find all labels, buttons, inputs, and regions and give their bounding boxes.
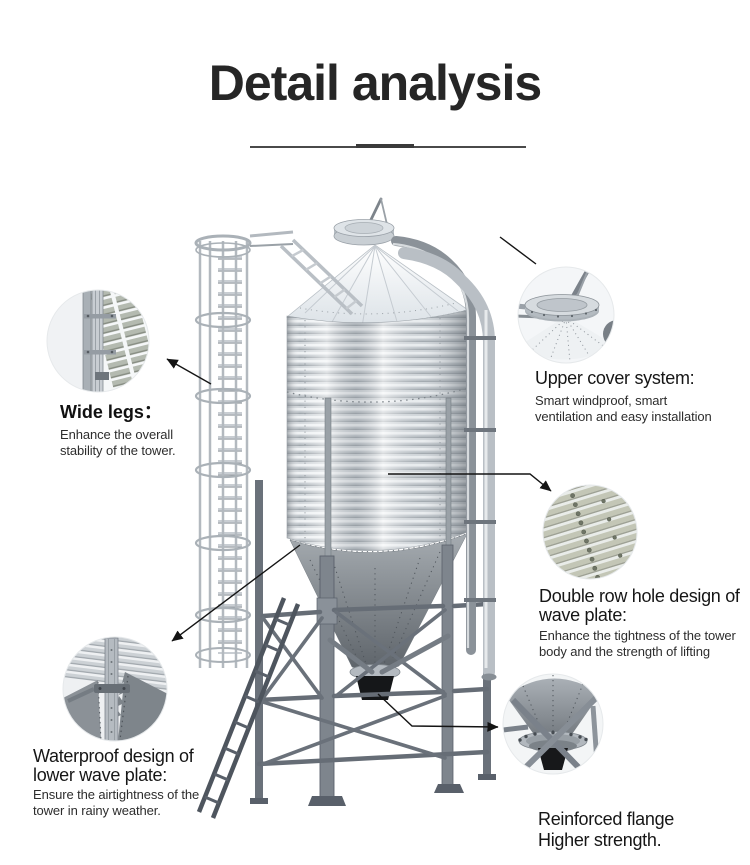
title-divider-accent xyxy=(356,144,414,148)
wave-plate-leader-arrow xyxy=(388,473,552,492)
page-title: Detail analysis xyxy=(208,55,542,111)
lower-wave-plate-photo xyxy=(62,636,168,742)
upper-cover-photo xyxy=(517,266,615,364)
fill-pipes xyxy=(391,236,497,681)
reinforced-flange-photo xyxy=(502,673,604,775)
reinforced-flange-leader-arrow xyxy=(377,693,499,732)
upper-cover-heading: Upper cover system: xyxy=(535,368,695,388)
wide-legs-leader-arrow xyxy=(166,358,212,385)
silo-body xyxy=(286,309,469,553)
upper-cover-leader-line xyxy=(499,236,537,265)
waterproof-heading: Waterproof design of lower wave plate: xyxy=(33,746,194,786)
reinforced-flange-heading: Reinforced flange Higher strength. xyxy=(538,809,674,851)
lower-wave-plate-leader-arrow xyxy=(171,544,301,642)
double-row-hole-body: Enhance the tightness of the tower body … xyxy=(539,628,736,660)
top-cap xyxy=(333,197,395,246)
wide-legs-photo xyxy=(46,289,150,393)
waterproof-body: Ensure the airtightness of the tower in … xyxy=(33,787,200,819)
double-row-hole-heading: Double row hole design of wave plate: xyxy=(539,586,740,626)
ladder-cage xyxy=(194,230,364,668)
wide-legs-body: Enhance the overall stability of the tow… xyxy=(60,427,176,459)
wide-legs-heading: Wide legs： xyxy=(60,402,162,422)
silo-hopper xyxy=(289,533,468,700)
access-ladder xyxy=(196,597,301,819)
upper-cover-body: Smart windproof, smart ventilation and e… xyxy=(535,393,712,425)
